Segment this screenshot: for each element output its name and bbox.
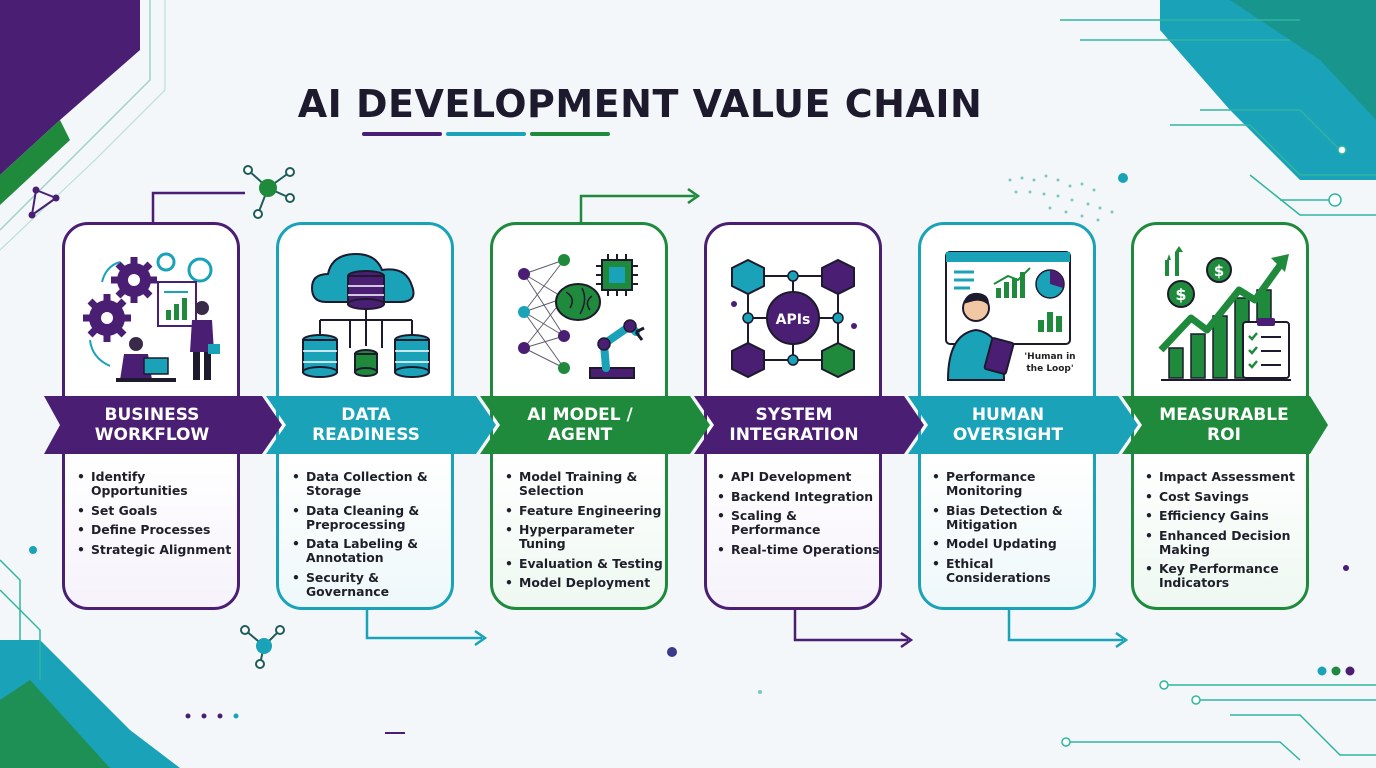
api-label: APIs bbox=[776, 312, 811, 328]
title-underline-purple bbox=[362, 132, 442, 136]
list-item: Impact Assessment bbox=[1145, 470, 1313, 485]
diagram-title: AI DEVELOPMENT VALUE CHAIN bbox=[297, 82, 983, 126]
stage-list-business-workflow: Identify Opportunities Set Goals Define … bbox=[77, 470, 245, 562]
api-network-icon: APIs bbox=[731, 258, 857, 379]
stage-list-system-integration: API Development Backend Integration Scal… bbox=[717, 470, 885, 562]
workflow-gears-team-icon bbox=[83, 252, 220, 382]
list-item: Efficiency Gains bbox=[1145, 509, 1313, 524]
list-item: Strategic Alignment bbox=[77, 542, 245, 557]
list-item: Hyperparameter Tuning bbox=[505, 523, 644, 551]
list-item: Security & Governance bbox=[292, 570, 432, 599]
list-item: Evaluation & Testing bbox=[505, 556, 665, 571]
list-item: Model Training & Selection bbox=[505, 470, 644, 498]
list-item: Ethical Considerations bbox=[932, 556, 1100, 585]
list-item: Key Performance Indicators bbox=[1145, 562, 1289, 590]
list-item: Real-time Operations bbox=[717, 542, 885, 557]
list-item: Feature Engineering bbox=[505, 503, 665, 518]
list-item: Set Goals bbox=[77, 503, 245, 518]
list-item: Data Labeling & Annotation bbox=[292, 537, 432, 565]
stage-list-human-oversight: Performance Monitoring Bias Detection & … bbox=[932, 470, 1100, 590]
list-item: Data Collection & Storage bbox=[292, 470, 432, 498]
list-item: Performance Monitoring bbox=[932, 470, 1056, 498]
list-item: Bias Detection & Mitigation bbox=[932, 503, 1076, 532]
growth-chart-icon: $ $ bbox=[1158, 246, 1291, 381]
svg-text:$: $ bbox=[1214, 262, 1224, 280]
cloud-database-icon bbox=[302, 252, 430, 378]
list-item: Model Deployment bbox=[505, 576, 665, 591]
title-underline-teal bbox=[446, 132, 526, 136]
list-item: API Development bbox=[717, 470, 885, 485]
list-item: Backend Integration bbox=[717, 489, 885, 504]
list-item: Model Updating bbox=[932, 537, 1100, 552]
svg-text:$: $ bbox=[1175, 285, 1186, 304]
title-underline-green bbox=[530, 132, 610, 136]
list-item: Scaling & Performance bbox=[717, 509, 885, 537]
stage-list-data-readiness: Data Collection & Storage Data Cleaning … bbox=[292, 470, 432, 604]
list-item: Enhanced Decision Making bbox=[1145, 528, 1299, 557]
neural-network-robot-icon bbox=[518, 254, 645, 379]
stage-list-measurable-roi: Impact Assessment Cost Savings Efficienc… bbox=[1145, 470, 1313, 596]
list-item: Data Cleaning & Preprocessing bbox=[292, 503, 432, 532]
stage-heading-ai-model: AI MODEL /AGENT bbox=[527, 405, 633, 445]
human-dashboard-icon bbox=[945, 251, 1071, 381]
list-item: Identify Opportunities bbox=[77, 470, 245, 498]
list-item: Define Processes bbox=[77, 523, 245, 538]
list-item: Cost Savings bbox=[1145, 489, 1313, 504]
stage-list-ai-model: Model Training & Selection Feature Engin… bbox=[505, 470, 665, 596]
